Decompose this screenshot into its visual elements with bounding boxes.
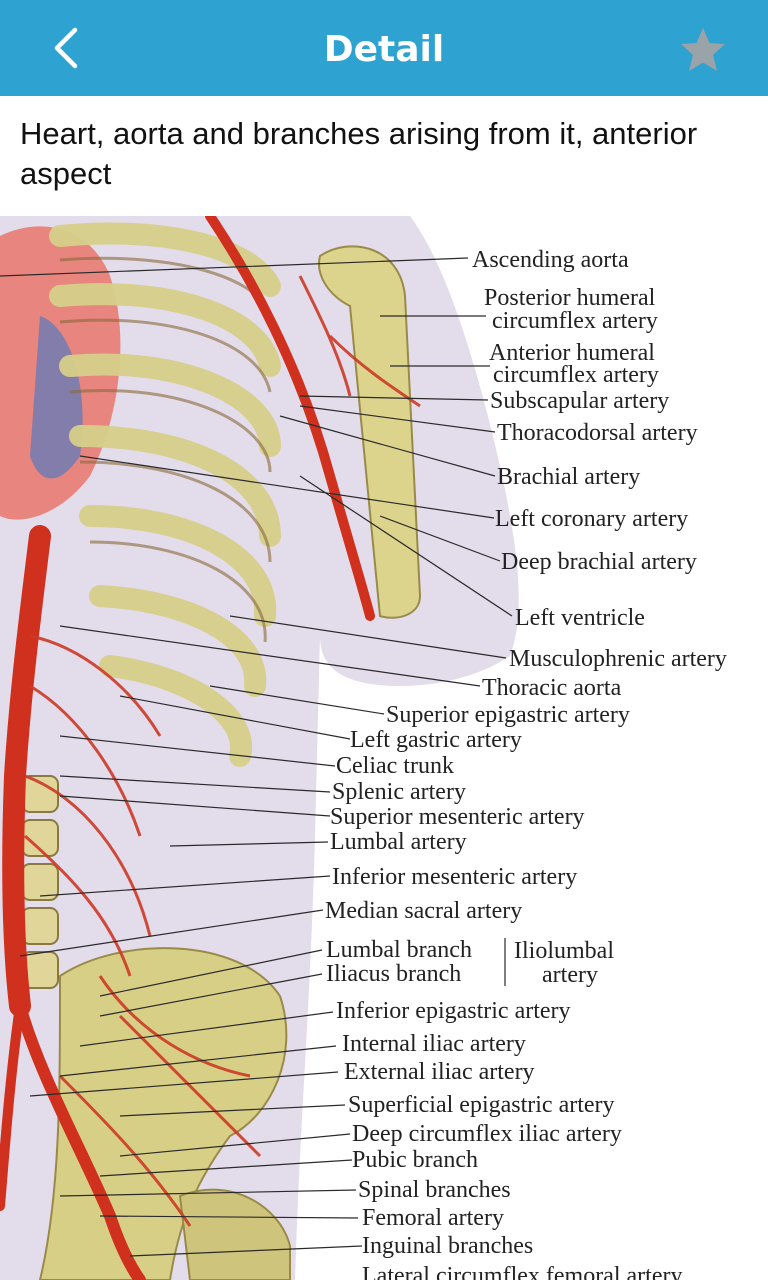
figure-label: Inferior mesenteric artery [332, 864, 578, 890]
figure-label: Left ventricle [515, 605, 645, 631]
favorite-button[interactable] [672, 22, 734, 78]
figure-label: Anterior humeral [489, 340, 655, 366]
figure-label: Spinal branches [358, 1177, 511, 1203]
figure-label: Deep circumflex iliac artery [352, 1121, 622, 1147]
figure-label: Lumbal branch [326, 937, 472, 963]
figure-label: Subscapular artery [490, 388, 670, 414]
figure-label: Pubic branch [352, 1147, 478, 1173]
figure-label: Superior mesenteric artery [330, 804, 585, 830]
figure-label: External iliac artery [344, 1059, 535, 1085]
figure-label: Ascending aorta [472, 247, 629, 273]
star-icon [681, 28, 725, 71]
figure-label: Inferior epigastric artery [336, 998, 571, 1024]
anatomy-illustration [0, 216, 519, 1280]
figure-title: Heart, aorta and branches arising from i… [20, 116, 698, 191]
figure-label: Celiac trunk [336, 753, 454, 779]
figure-label: circumflex artery [493, 362, 659, 388]
figure-label: Lumbal artery [330, 829, 467, 855]
figure-label: Left gastric artery [350, 727, 522, 753]
figure-label: Thoracic aorta [482, 675, 622, 701]
figure-label: Brachial artery [497, 464, 641, 490]
figure-label: Internal iliac artery [342, 1031, 526, 1057]
figure-label: Femoral artery [362, 1205, 504, 1231]
figure-label: Splenic artery [332, 779, 466, 805]
figure-label: Thoracodorsal artery [497, 420, 698, 446]
figure-label: Deep brachial artery [501, 549, 697, 575]
figure-label: Musculophrenic artery [509, 646, 727, 672]
figure-label: Inguinal branches [362, 1233, 534, 1259]
page-title: Detail [323, 29, 445, 70]
back-button[interactable] [40, 22, 92, 74]
figure-label: Superficial epigastric artery [348, 1092, 615, 1118]
figure-label: Lateral circumflex femoral artery [362, 1263, 683, 1280]
app-bar: Detail [0, 0, 768, 96]
figure-label: Iliolumbal [514, 938, 614, 964]
anatomy-figure: Ascending aorta Posterior humeral circum… [0, 216, 768, 1280]
figure-label: Left coronary artery [495, 506, 689, 532]
figure-label: artery [542, 962, 598, 988]
figure-label: circumflex artery [492, 308, 658, 334]
figure-label: Median sacral artery [325, 898, 523, 924]
chevron-left-icon [54, 27, 78, 69]
figure-label: Posterior humeral [484, 285, 656, 311]
figure-label: Iliacus branch [326, 961, 462, 987]
figure-label: Superior epigastric artery [386, 702, 630, 728]
